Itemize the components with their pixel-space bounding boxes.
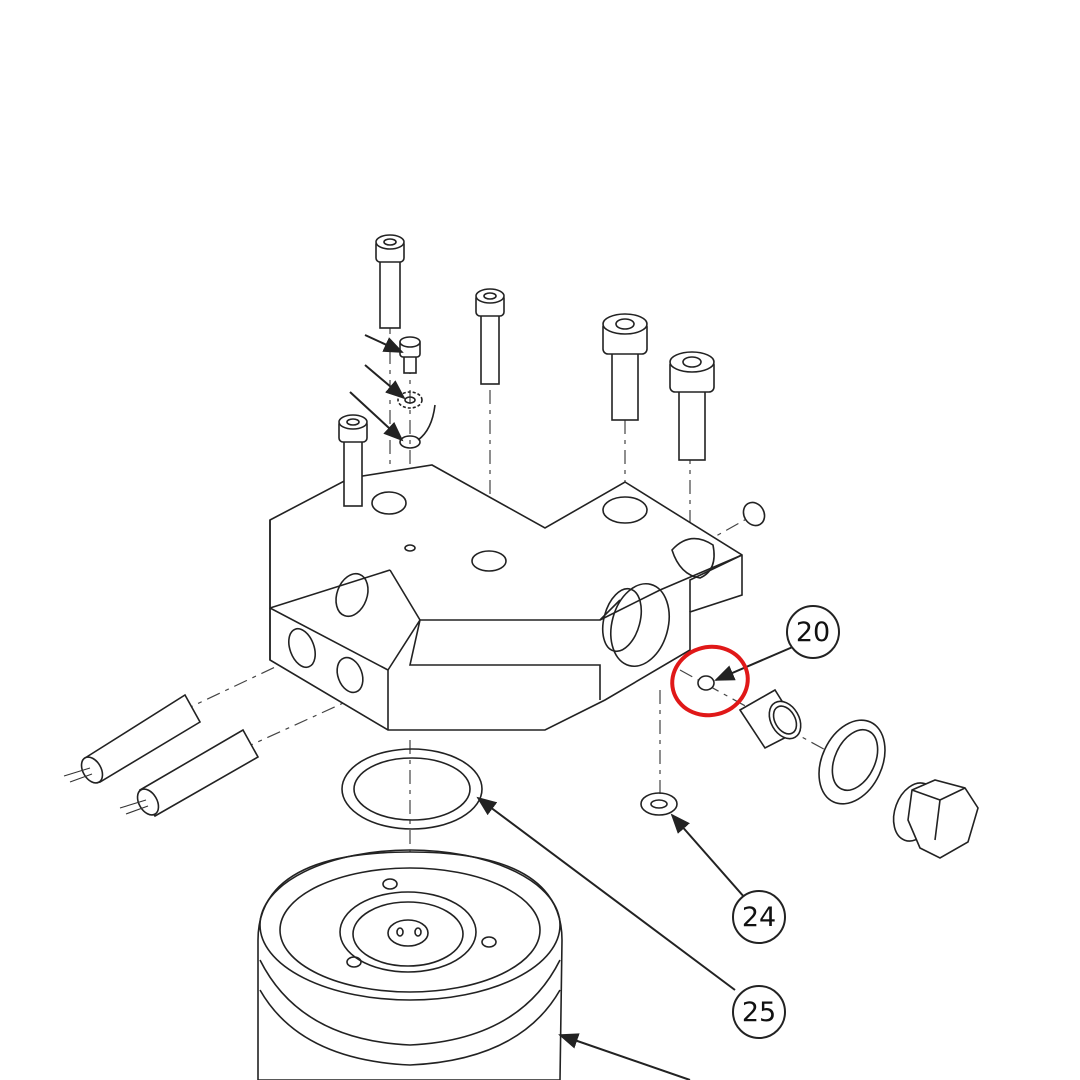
callout-label-20: 20 xyxy=(795,616,831,648)
callout-balloon-25: 25 xyxy=(732,985,786,1039)
o-ring-seal xyxy=(341,748,483,830)
cartridge-heater-1 xyxy=(63,693,202,784)
callout-label-24: 24 xyxy=(741,901,777,933)
star-lock-washer xyxy=(397,391,423,409)
socket-head-cap-screw-4 xyxy=(669,351,715,461)
socket-head-cap-screw-1 xyxy=(375,234,405,329)
socket-head-cap-screw-3 xyxy=(602,313,648,421)
small-set-screw-fitting xyxy=(697,645,796,691)
parts-leader-lines xyxy=(349,334,406,442)
small-cap-screw xyxy=(399,336,421,374)
socket-head-cap-screw-5 xyxy=(338,414,368,507)
callout-balloon-20: 20 xyxy=(786,605,840,659)
flat-washer xyxy=(818,719,886,805)
ground-lug-with-wire xyxy=(399,404,436,449)
base-disc xyxy=(257,849,563,1080)
cartridge-heater-2 xyxy=(119,728,260,818)
hex-plug xyxy=(892,779,979,859)
socket-head-cap-screw-2 xyxy=(475,288,505,385)
callout-leaders xyxy=(476,796,746,1080)
small-hex-fitting xyxy=(742,501,766,527)
sleeve-bushing xyxy=(738,688,802,750)
callout-balloon-24: 24 xyxy=(732,890,786,944)
manifold-block xyxy=(269,464,743,731)
callout-label-25: 25 xyxy=(741,996,777,1028)
small-washer xyxy=(640,792,678,816)
